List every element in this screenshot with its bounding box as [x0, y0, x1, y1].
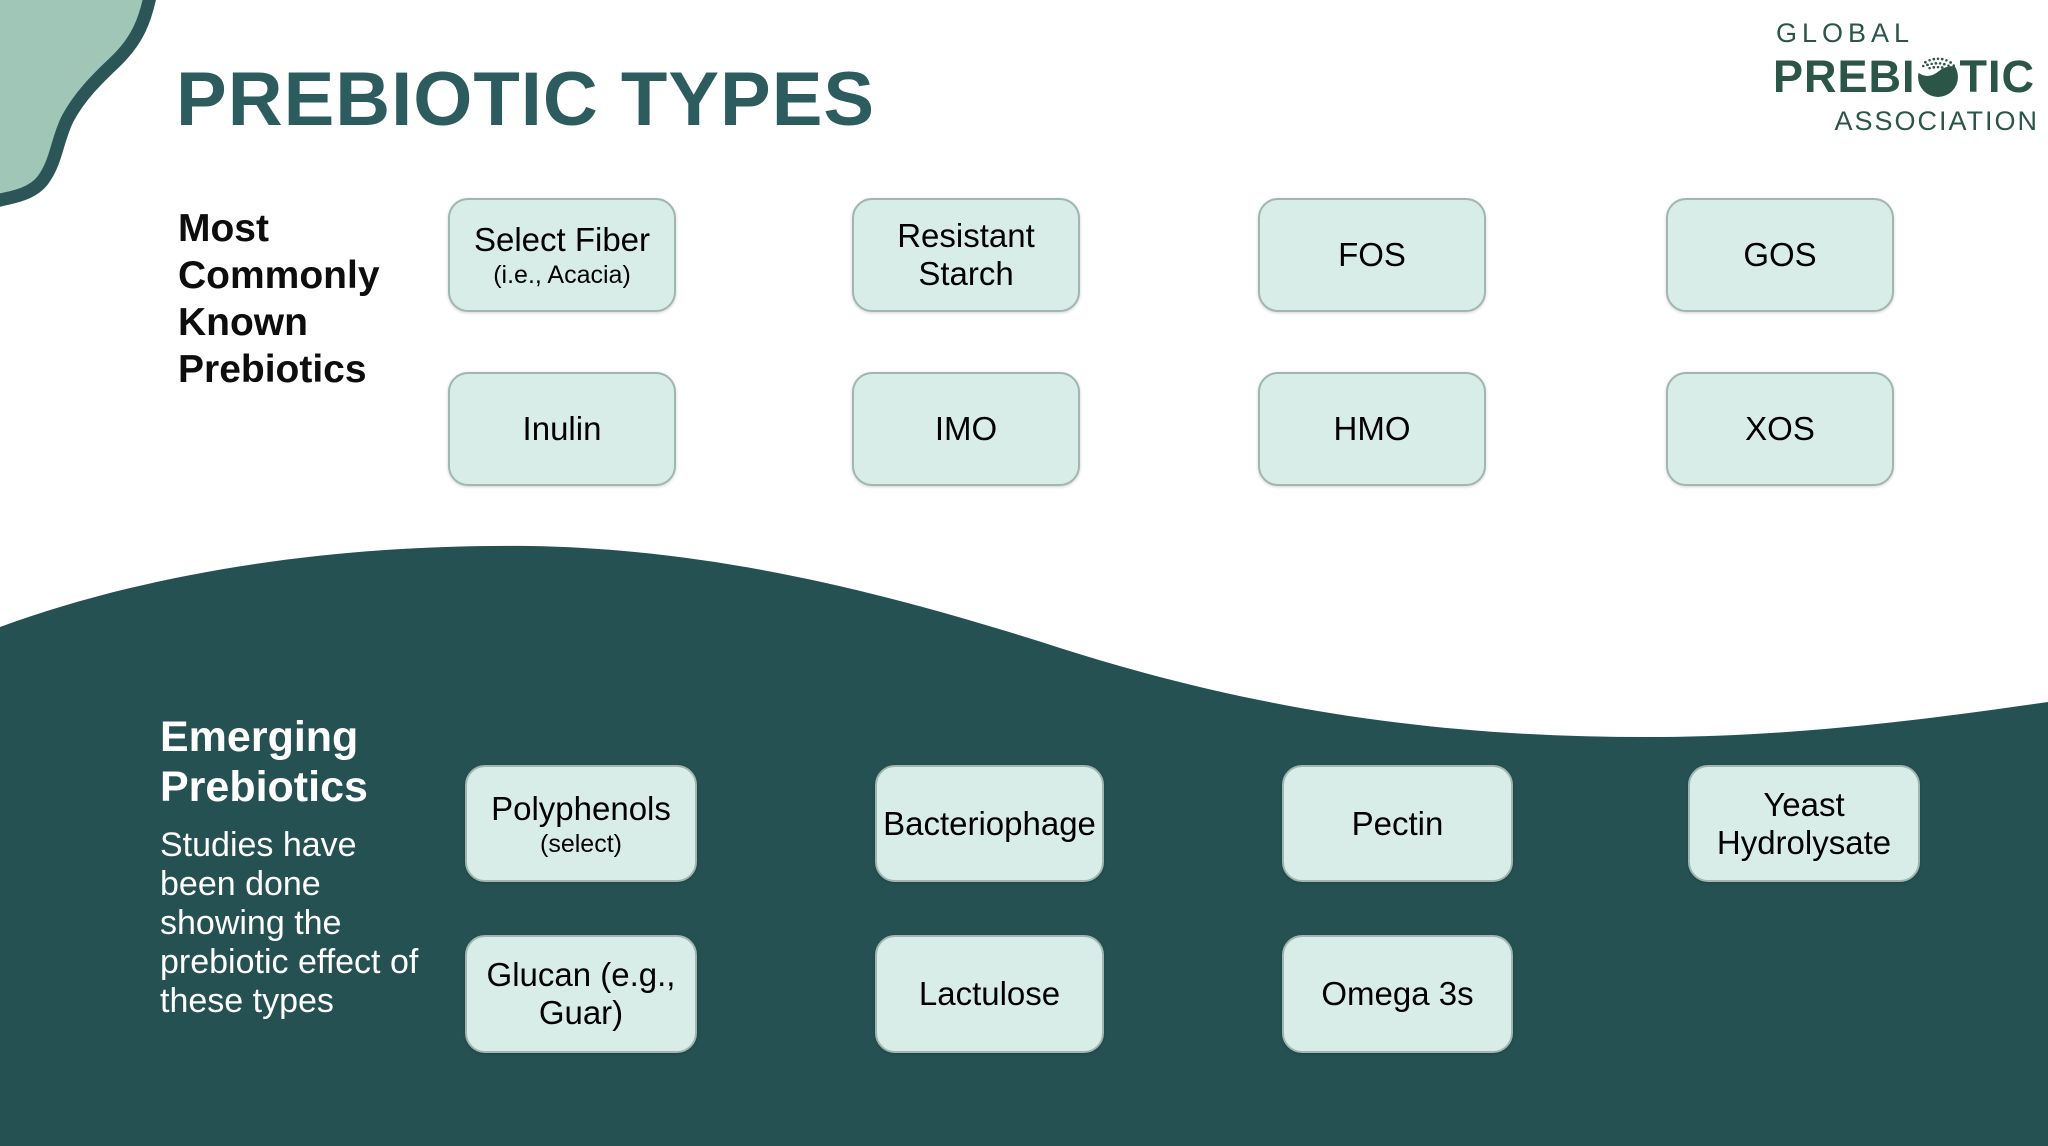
global-prebiotic-association-logo: GLOBAL PREBI — [1773, 18, 2039, 137]
microbiome-sphere-icon — [1916, 56, 1959, 97]
emerging-prebiotics-heading: Emerging Prebiotics — [160, 713, 368, 811]
known-prebiotics-label: Most Commonly Known Prebiotics — [178, 207, 380, 391]
prebiotic-box-lactulose: Lactulose — [875, 935, 1104, 1053]
prebiotic-box-select-fiber: Select Fiber (i.e., Acacia) — [448, 198, 676, 312]
page-title: PREBIOTIC TYPES — [176, 57, 876, 142]
prebiotic-box-pectin: Pectin — [1282, 765, 1513, 882]
prebiotic-box-fos: FOS — [1258, 198, 1486, 312]
prebiotic-box-resistant-starch: Resistant Starch — [852, 198, 1080, 312]
prebiotic-box-yeast-hydrolysate: Yeast Hydrolysate — [1688, 765, 1920, 882]
logo-word-association: ASSOCIATION — [1834, 106, 2039, 136]
prebiotic-box-omega-3s: Omega 3s — [1282, 935, 1513, 1053]
prebiotic-box-hmo: HMO — [1258, 372, 1486, 486]
logo-prebiotic-right: TIC — [1959, 51, 2036, 102]
prebiotic-box-bacteriophage: Bacteriophage — [875, 765, 1104, 882]
corner-blob — [0, 0, 156, 207]
prebiotic-box-imo: IMO — [852, 372, 1080, 486]
prebiotic-box-xos: XOS — [1666, 372, 1894, 486]
logo-word-global: GLOBAL — [1776, 18, 1915, 48]
prebiotic-box-inulin: Inulin — [448, 372, 676, 486]
prebiotic-box-glucan: Glucan (e.g., Guar) — [465, 935, 697, 1053]
emerging-prebiotics-description: Studies have been done showing the prebi… — [160, 826, 419, 1020]
prebiotic-box-polyphenols: Polyphenols (select) — [465, 765, 697, 882]
prebiotic-box-gos: GOS — [1666, 198, 1894, 312]
logo-prebiotic-left: PREBI — [1773, 51, 1916, 102]
logo-word-prebiotic: PREBI TIC — [1773, 51, 2039, 103]
